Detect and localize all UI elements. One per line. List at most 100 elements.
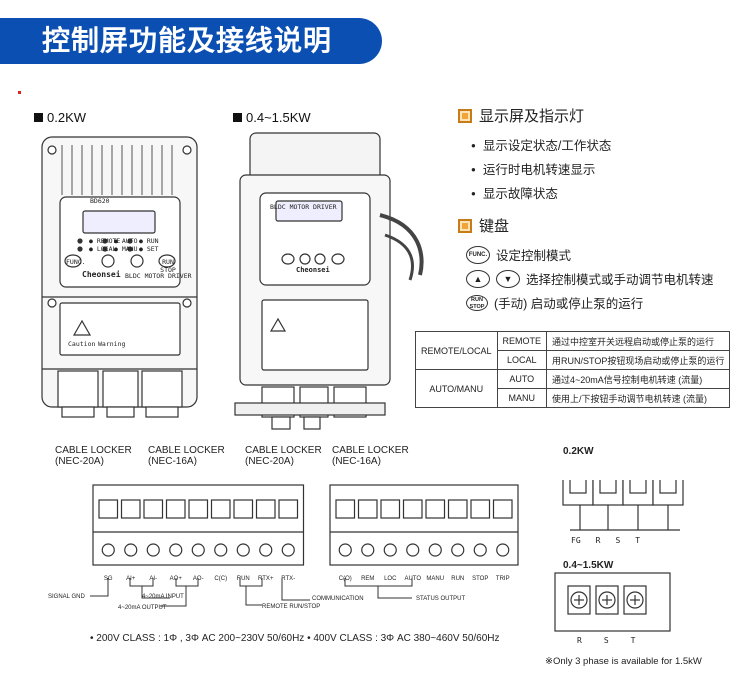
power-small-title: 0.2KW: [563, 446, 594, 457]
led-set: ● SET: [139, 245, 159, 253]
terminal-label: RTX-: [281, 576, 295, 582]
terminal-slot: [470, 499, 491, 519]
section-square-icon: [458, 219, 472, 233]
display-bullet-3: 显示故障状态: [471, 183, 558, 202]
cable-locker-left-2: CABLE LOCKER(NEC-16A): [148, 445, 225, 467]
terminal-frame: [329, 484, 519, 566]
panel-func-key[interactable]: FUNC.: [66, 258, 86, 266]
mode-auto: AUTO: [496, 369, 548, 389]
connector-lines-right: [344, 578, 413, 599]
connector-lines-left: [90, 578, 310, 607]
terminal-screw: [259, 543, 273, 557]
terminal-label: RTX+: [258, 576, 274, 582]
status-label: STATUS OUTPUT: [416, 596, 465, 602]
power-block-large: [554, 572, 671, 632]
cable-locker-right-1: CABLE LOCKER(NEC-20A): [245, 445, 322, 467]
terminal-screw: [383, 543, 397, 557]
signal-gnd-label: SIGNAL GND: [48, 594, 85, 600]
terminal-slot: [447, 499, 468, 519]
terminal-screw: [236, 543, 250, 557]
led-run: ● RUN: [139, 237, 159, 245]
terminal-screw: [451, 543, 465, 557]
terminal-slot: [165, 499, 186, 519]
panel-subtitle: BLDC MOTOR DRIVER: [125, 272, 192, 280]
terminal-screw: [406, 543, 420, 557]
voltage-class-note: • 200V CLASS : 1Φ , 3Φ AC 200~230V 50/60…: [90, 633, 500, 644]
page-title: 控制屏功能及接线说明: [42, 25, 333, 56]
led-local: ● LOCAL: [89, 245, 117, 253]
terminal-label: AI+: [126, 576, 136, 582]
terminal-slot: [120, 499, 141, 519]
comm-label: COMMUNICATION: [312, 596, 364, 602]
panel-runstop-key[interactable]: RUN STOP: [160, 258, 176, 274]
phase-note: ※Only 3 phase is available for 1.5kW: [545, 656, 702, 667]
led-auto: ● AUTO: [114, 237, 138, 245]
func-key-icon: FUNC.: [466, 245, 490, 264]
terminal-label: REM: [361, 576, 374, 582]
terminal-block-left: [92, 484, 305, 566]
keypad-func-row: FUNC.设定控制模式: [466, 245, 571, 264]
terminal-label: C(C): [214, 576, 227, 582]
terminal-screw: [281, 543, 295, 557]
terminal-block-right: [329, 484, 519, 566]
mode-auto-desc: 通过4~20mA信号控制电机转速 (流量): [546, 369, 731, 389]
display-bullet-2: 运行时电机转速显示: [471, 159, 596, 178]
panel-brand-large: Cheonsei: [296, 266, 330, 274]
keypad-section-title: 键盘: [458, 215, 509, 236]
device-large: [234, 132, 424, 430]
section-square-icon: [458, 109, 472, 123]
down-arrow-icon: ▼: [496, 269, 520, 288]
remote-label: REMOTE RUN/STOP: [262, 604, 320, 610]
terminal-slot: [335, 499, 356, 519]
terminal-slot: [98, 499, 119, 519]
terminal-label: RUN: [451, 576, 464, 582]
display-section-title: 显示屏及指示灯: [458, 105, 584, 126]
panel-brand: Cheonsei: [82, 270, 121, 279]
terminal-screw: [338, 543, 352, 557]
led-manu: ● MANU: [114, 245, 138, 253]
terminal-slot: [492, 499, 513, 519]
mode-group-auto-manu: AUTO/MANU: [415, 369, 498, 408]
terminal-slot: [255, 499, 276, 519]
page-title-banner: 控制屏功能及接线说明: [0, 18, 382, 64]
terminal-screw: [124, 543, 138, 557]
mode-manu: MANU: [496, 388, 548, 408]
input-label: 4~20mA INPUT: [142, 594, 184, 600]
mode-group-remote-local: REMOTE/LOCAL: [415, 331, 498, 370]
device-small: [41, 136, 198, 418]
display-bullet-1: 显示设定状态/工作状态: [471, 135, 611, 154]
power-large-title: 0.4~1.5KW: [563, 560, 614, 571]
model-label-large: 0.4~1.5KW: [233, 110, 311, 125]
terminal-screw: [473, 543, 487, 557]
power-block-small: [562, 480, 684, 531]
mode-remote-desc: 通过中控室开关远程启动或停止泵的运行: [546, 331, 731, 351]
mode-manu-desc: 使用上/下按钮手动调节电机转速 (流量): [546, 388, 731, 408]
terminal-slot: [380, 499, 401, 519]
keypad-runstop-row: RUN STOP(手动) 启动或停止泵的运行: [466, 293, 643, 312]
terminal-slot: [210, 499, 231, 519]
terminal-screw: [191, 543, 205, 557]
terminal-screw: [214, 543, 228, 557]
keypad-arrow-row: ▲▼选择控制模式或手动调节电机转速: [466, 269, 714, 288]
panel-model-text: BD620: [90, 197, 110, 205]
output-label: 4~20mA OUTPUT: [118, 605, 167, 611]
terminal-label: TRIP: [496, 576, 510, 582]
terminal-screw: [146, 543, 160, 557]
led-remote: ● REMOTE: [89, 237, 121, 245]
panel-subtitle-large: BLDC MOTOR DRIVER: [270, 203, 337, 211]
terminal-label: MANU: [426, 576, 444, 582]
terminal-label: AUTO: [404, 576, 421, 582]
warning-warning: Warning: [98, 340, 126, 348]
terminal-slot: [143, 499, 164, 519]
terminal-label: LOC: [384, 576, 397, 582]
mode-local-desc: 用RUN/STOP按钮现场启动或停止泵的运行: [546, 350, 731, 370]
cable-locker-right-2: CABLE LOCKER(NEC-16A): [332, 445, 409, 467]
cable-locker-left-1: CABLE LOCKER(NEC-20A): [55, 445, 132, 467]
terminal-screw: [101, 543, 115, 557]
terminal-screw: [428, 543, 442, 557]
runstop-key-icon: RUN STOP: [466, 294, 488, 311]
terminal-slot: [402, 499, 423, 519]
